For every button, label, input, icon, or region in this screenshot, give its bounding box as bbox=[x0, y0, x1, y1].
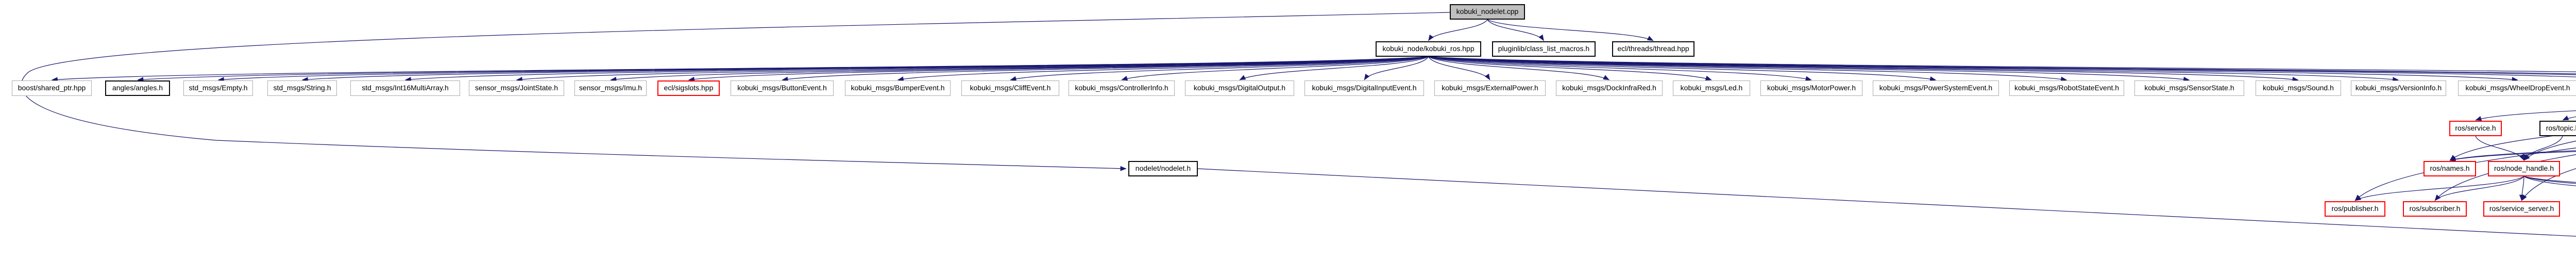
edge-ros_hpp-to-cliff bbox=[1010, 56, 1429, 82]
edge-ros_hpp-to-motor_power bbox=[1428, 56, 1812, 81]
node-std-empty: std_msgs/Empty.h bbox=[183, 80, 253, 96]
edge-ros_hpp-to-sound bbox=[1428, 56, 2299, 82]
node-std-int16: std_msgs/Int16MultiArray.h bbox=[350, 80, 460, 96]
edge-ros_hpp-to-wheel_drop bbox=[1428, 56, 2518, 82]
node-bumper: kobuki_msgs/BumperEvent.h bbox=[845, 80, 951, 96]
node-std-string: std_msgs/String.h bbox=[267, 80, 337, 96]
edge-ros_hpp-to-button bbox=[782, 56, 1429, 82]
edge-root-to-ros_hpp bbox=[1428, 19, 1488, 41]
edge-ros_h-to-service bbox=[2475, 110, 2576, 121]
node-thread[interactable]: ecl/threads/thread.hpp bbox=[1612, 41, 1694, 57]
node-cliff: kobuki_msgs/CliffEvent.h bbox=[961, 80, 1059, 96]
node-controller-info: kobuki_msgs/ControllerInfo.h bbox=[1069, 80, 1175, 96]
edge-ros_h-to-service_server bbox=[2521, 168, 2576, 201]
edge-node_handle-to-subscriber2 bbox=[2523, 176, 2576, 184]
edge-topic-to-node_handle bbox=[2523, 136, 2563, 161]
edge-ros_hpp-to-bumper bbox=[897, 56, 1429, 82]
node-joint-state: sensor_msgs/JointState.h bbox=[469, 80, 564, 96]
node-ros-hpp[interactable]: kobuki_node/kobuki_ros.hpp bbox=[1376, 41, 1481, 57]
edge-ros_hpp-to-version_info bbox=[1428, 56, 2399, 82]
edge-ros_hpp-to-external_power bbox=[1428, 56, 1490, 80]
edge-ros_hpp-to-std_int16 bbox=[404, 56, 1429, 82]
edge-ros_hpp-to-digital_input bbox=[1364, 56, 1429, 80]
edge-node_handle-to-service_server bbox=[2519, 176, 2524, 201]
node-node-handle[interactable]: ros/node_handle.h bbox=[2488, 161, 2560, 176]
edge-node_handle-to-subscriber1 bbox=[2434, 176, 2524, 201]
edge-node_handle-to-publisher1 bbox=[2354, 176, 2524, 201]
edge-root-to-pluginlib bbox=[1487, 19, 1545, 41]
edge-ros_hpp-to-dock_infrared bbox=[1428, 56, 1610, 80]
edge-ros_hpp-to-robot_state bbox=[1428, 56, 2067, 82]
edge-ros_h-to-subscriber1 bbox=[2434, 154, 2576, 201]
edge-service-to-node_handle bbox=[2475, 136, 2524, 161]
node-version-info: kobuki_msgs/VersionInfo.h bbox=[2351, 80, 2446, 96]
node-digital-input: kobuki_msgs/DigitalInputEvent.h bbox=[1304, 80, 1424, 96]
node-motor-power: kobuki_msgs/MotorPower.h bbox=[1760, 80, 1862, 96]
node-dock-infrared: kobuki_msgs/DockInfraRed.h bbox=[1556, 80, 1663, 96]
edge-ros_hpp-to-led bbox=[1428, 56, 1712, 80]
node-sound: kobuki_msgs/Sound.h bbox=[2256, 80, 2341, 96]
edge-nodelet-to-exception bbox=[1197, 168, 2576, 237]
edge-ros_hpp-to-ros_h bbox=[1428, 56, 2576, 74]
edge-ros_h-to-topic bbox=[2562, 116, 2576, 121]
node-service[interactable]: ros/service.h bbox=[2449, 121, 2502, 136]
edge-ros_h-to-publisher1 bbox=[2354, 148, 2576, 201]
node-subscriber1[interactable]: ros/subscriber.h bbox=[2403, 201, 2467, 217]
node-robot-state: kobuki_msgs/RobotStateEvent.h bbox=[2009, 80, 2124, 96]
node-publisher1[interactable]: ros/publisher.h bbox=[2325, 201, 2385, 217]
edge-ros_h-to-names bbox=[2449, 133, 2576, 161]
node-wheel-drop: kobuki_msgs/WheelDropEvent.h bbox=[2458, 80, 2576, 96]
edge-param-to-names bbox=[2449, 151, 2576, 162]
edge-node_handle-to-init bbox=[2523, 176, 2576, 186]
edge-ros_hpp-to-digital_output bbox=[1239, 56, 1429, 80]
edge-root-to-thread bbox=[1487, 19, 1654, 41]
node-angles[interactable]: angles/angles.h bbox=[105, 80, 170, 96]
node-topic[interactable]: ros/topic.h bbox=[2539, 121, 2576, 136]
edge-node_handle-to-publisher2 bbox=[2523, 176, 2576, 183]
node-pluginlib[interactable]: pluginlib/class_list_macros.h bbox=[1492, 41, 1596, 57]
node-digital-output: kobuki_msgs/DigitalOutput.h bbox=[1185, 80, 1294, 96]
edge-ros_hpp-to-diagnostics bbox=[1428, 56, 2576, 75]
node-led: kobuki_msgs/Led.h bbox=[1673, 80, 1750, 96]
node-boost-shared-ptr: boost/shared_ptr.hpp bbox=[12, 80, 92, 96]
node-imu: sensor_msgs/Imu.h bbox=[574, 80, 647, 96]
edge-ros_hpp-to-angles bbox=[137, 56, 1429, 82]
node-power-system: kobuki_msgs/PowerSystemEvent.h bbox=[1873, 80, 1999, 96]
edge-ros_hpp-to-sensor_state bbox=[1428, 56, 2190, 82]
edge-ros_hpp-to-joint_state bbox=[516, 56, 1429, 82]
node-external-power: kobuki_msgs/ExternalPower.h bbox=[1434, 80, 1546, 96]
edge-ros_hpp-to-kobuki_driver bbox=[1428, 56, 2576, 77]
edge-ros_hpp-to-controller_info bbox=[1121, 56, 1429, 81]
edge-ros_hpp-to-power_system bbox=[1428, 56, 1937, 82]
edge-ros_hpp-to-odometry bbox=[1428, 56, 2576, 72]
node-sigslots[interactable]: ecl/sigslots.hpp bbox=[657, 80, 720, 96]
node-names[interactable]: ros/names.h bbox=[2424, 161, 2476, 176]
edge-ros_h-to-node_handle bbox=[2523, 140, 2576, 161]
node-sensor-state: kobuki_msgs/SensorState.h bbox=[2134, 80, 2244, 96]
node-button: kobuki_msgs/ButtonEvent.h bbox=[731, 80, 834, 96]
edge-this_node-to-names bbox=[2449, 150, 2576, 161]
node-service-server[interactable]: ros/service_server.h bbox=[2483, 201, 2560, 217]
node-nodelet[interactable]: nodelet/nodelet.h bbox=[1128, 161, 1198, 176]
edge-ros_hpp-to-sigslots bbox=[688, 56, 1429, 82]
node-root: kobuki_nodelet.cpp bbox=[1450, 4, 1525, 20]
